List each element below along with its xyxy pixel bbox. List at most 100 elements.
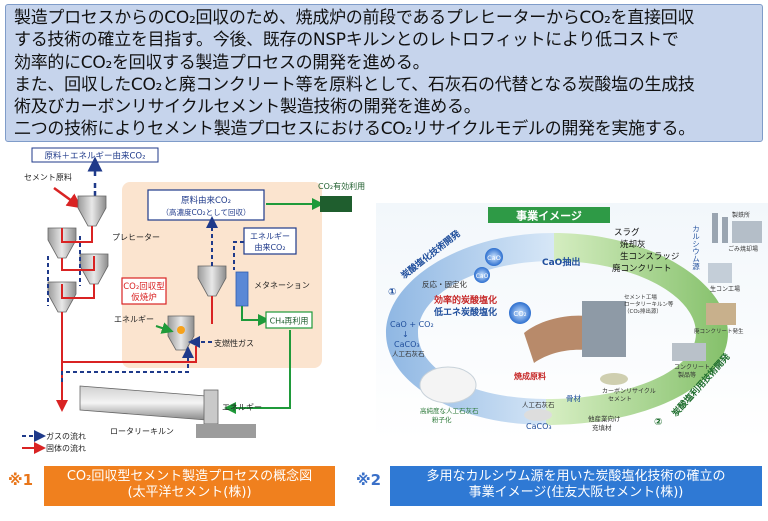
cao-bubble (474, 267, 490, 283)
co2-use-label: CO₂有効利用 (318, 181, 365, 191)
energy-label-2: エネルギー (222, 403, 262, 412)
artificial-caco3-label: 人工石灰石 (522, 400, 555, 409)
intro-line: 二つの技術によりセメント製造プロセスにおけるCO₂リサイクルモデルの開発を実施す… (14, 119, 695, 140)
concrete-label: 製品等 (678, 371, 696, 379)
caption-1: CO₂回収型セメント製造プロセスの概念図 (太平洋セメント(株)) (44, 466, 335, 506)
concrete-label: コンクリート (674, 364, 710, 371)
ready-mix-label: 生コン工場 (710, 285, 740, 293)
methanation-out (241, 306, 270, 326)
cooler (196, 424, 256, 438)
cao-co2-label: CaO + CO₂ (390, 320, 434, 329)
calciner-label: CO₂回収型 (123, 281, 165, 292)
intro-line: 製造プロセスからのCO₂回収のため、焼成炉の前段であるプレヒーターからCO₂を直… (14, 8, 695, 28)
intro-line: 効率的にCO₂を回収する製造プロセスの開発を進める。 (14, 52, 430, 73)
cao-bubble (485, 248, 503, 266)
preheater-cyclones (47, 195, 227, 313)
cao-bubble-text: CaO (476, 273, 489, 280)
caption-2-marker: ※2 (356, 471, 382, 489)
factory-skyline (712, 213, 762, 243)
solid-flow-6 (62, 346, 197, 363)
methanation-label: メタネーション (254, 281, 310, 290)
cao-bubble-text: CaO (487, 254, 501, 262)
concrete-products (672, 343, 706, 361)
flame-icon (177, 326, 185, 334)
demolition-label: 廃コンクリート発生 (694, 327, 744, 335)
energy-arrow-1 (155, 322, 174, 334)
gas-kiln-to-calciner (61, 346, 194, 382)
sludge-label: 生コンスラッジ (620, 251, 679, 262)
efficient-label: 効率的炭酸塩化 (434, 294, 497, 306)
high-purity-label: 高純度な人工石灰石 (420, 406, 479, 415)
gas-to-methanation (233, 241, 244, 270)
fill-label: 他産業向け (588, 414, 621, 423)
powder-photo (419, 366, 477, 404)
caption-1-line: (太平洋セメント(株)) (127, 485, 252, 500)
kiln-label: ロータリーキルン (110, 427, 174, 436)
caco3-label: CaCO₃ (394, 340, 420, 349)
preheater-label: プレヒーター (112, 233, 160, 242)
raw-co2-label: （高濃度CO₂として回収） (162, 207, 251, 217)
arrow-down: ↓ (402, 330, 409, 339)
co2-use-box (320, 196, 352, 212)
energy-loop (224, 330, 291, 414)
co2-bubble-text: CO₂ (513, 310, 526, 318)
solid-flow-3 (61, 284, 95, 299)
raw-co2-label: 原料由来CO₂ (181, 195, 231, 206)
caco3-b-label: CaCO₃ (526, 422, 552, 431)
low-energy-label: 低エネ炭酸塩化 (433, 306, 497, 318)
raw-feed-arrow (53, 186, 83, 209)
ca-source-label: カルシウム源 (691, 225, 700, 271)
waste-concrete-label: 廃コンクリート (612, 263, 672, 274)
aggregate-label: 骨材 (566, 393, 581, 403)
cao-extract-label: CaO抽出 (542, 256, 580, 268)
ring-right (546, 233, 728, 425)
demolition-site (706, 303, 736, 325)
carbon-cement-label: セメント (608, 396, 632, 403)
support-gas-label: 支燃性ガス (214, 338, 254, 348)
top-label: 原料＋エネルギー由来CO₂ (44, 151, 145, 162)
cement-pile (600, 373, 628, 385)
cement-plant-label: （CO₂排出源） (624, 307, 662, 315)
carbonation-business-image: 事業イメージ 炭酸塩化技術開発 ① 炭酸塩利用技術開発 ② スラグ 焼却灰 生コ… (376, 203, 768, 441)
slag-label: スラグ (614, 227, 640, 238)
calciner-label-box (121, 277, 167, 305)
caco3-pile (524, 409, 552, 421)
cement-plant-label: セメント工場 (624, 293, 657, 301)
kiln-raw-label: 焼成原料 (514, 371, 546, 381)
legend-solid: 固体の流れ (46, 443, 86, 453)
raw-co2-box (147, 189, 265, 221)
rotary-kiln (79, 385, 207, 421)
artificial-label: 人工石灰石 (392, 349, 425, 358)
caption-2-line: 事業イメージ(住友大阪セメント(株)) (468, 485, 684, 500)
intro-line: 術及びカーボンリサイクルセメント製造技術の開発を進める。 (14, 97, 481, 118)
intro-line: する技術の確立を目指す。今後、既存のNSPキルンとのレトロフィットにより低コスト… (14, 30, 679, 51)
energy-label-1: エネルギー (114, 315, 154, 324)
cement-plant-label: ロータリーキルン等 (624, 300, 674, 308)
solid-flow-2 (61, 256, 95, 271)
methanation-column (235, 271, 249, 307)
gas-flow-cyclones (47, 236, 81, 306)
ch4-box (265, 311, 313, 329)
marker-1: ① (388, 287, 396, 298)
caption-2: 多用なカルシウム源を用いた炭酸塩化技術の確立の 事業イメージ(住友大阪セメント(… (390, 466, 762, 506)
caption-1-line: CO₂回収型セメント製造プロセスの概念図 (66, 469, 313, 484)
fill-label: 充填材 (592, 423, 612, 432)
business-title: 事業イメージ (516, 209, 582, 223)
reaction-label: 反応・固定化 (422, 279, 467, 289)
co2-capture-process-diagram: 原料＋エネルギー由来CO₂ セメント原料 プレヒーター CO₂回収型 仮焼炉 エ… (22, 147, 365, 454)
ch4-label: CH₄再利用 (270, 316, 309, 326)
factory-label: 製鉄所 (732, 211, 750, 219)
caption-2-line: 多用なカルシウム源を用いた炭酸塩化技術の確立の (426, 469, 726, 484)
high-purity-label: 粉子化 (432, 415, 452, 424)
intro-line: また、回収したCO₂と廃コンクリート等を原料として、石灰石の代替となる炭酸塩の生… (14, 74, 695, 95)
solid-flow-1 (61, 226, 93, 243)
ready-mix-plant (708, 263, 732, 283)
marker-2: ② (654, 417, 662, 428)
energy-co2-label: 由来CO₂ (254, 242, 285, 252)
co2-bubble (509, 302, 531, 324)
waste-plant-label: ごみ焼却場 (728, 245, 758, 253)
kiln-hood (203, 389, 219, 425)
plant-photo (582, 301, 626, 357)
energy-co2-label: エネルギー (250, 232, 290, 241)
intro-panel: 製造プロセスからのCO₂回収のため、焼成炉の前段であるプレヒーターからCO₂を直… (5, 4, 763, 142)
